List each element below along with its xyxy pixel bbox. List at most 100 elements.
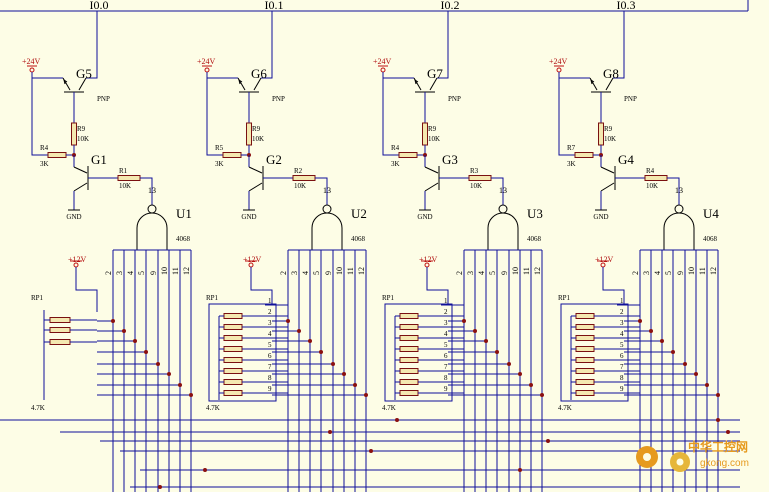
resistor bbox=[71, 122, 77, 146]
junction-dot bbox=[203, 468, 207, 472]
rp-pin-label: 6 bbox=[268, 352, 272, 360]
junction-dot bbox=[156, 362, 160, 366]
junction-dot bbox=[660, 339, 664, 343]
supply-wire bbox=[558, 72, 590, 79]
supply-label: +24V bbox=[22, 57, 41, 66]
rp-pin-label: 8 bbox=[444, 374, 448, 382]
npn-collector bbox=[600, 166, 615, 174]
watermark-url: gkong.com bbox=[700, 458, 749, 469]
watermark: 中华工控网 gkong.com bbox=[636, 439, 749, 472]
r-value: 3K bbox=[391, 160, 400, 168]
gate-pin-label: 11 bbox=[346, 267, 355, 275]
r-value: 3K bbox=[40, 160, 49, 168]
junction-dot bbox=[369, 449, 373, 453]
gate-pin-label: 5 bbox=[664, 271, 673, 275]
gate-pin-label: 9 bbox=[324, 271, 333, 275]
gear-hole bbox=[643, 453, 651, 461]
rp-pin-label: 7 bbox=[268, 363, 272, 371]
gate-pin-label: 5 bbox=[312, 271, 321, 275]
npn-collector bbox=[73, 166, 88, 174]
junction-dot bbox=[484, 339, 488, 343]
watermark-text: 中华工控网 bbox=[688, 439, 748, 454]
r-value: 3K bbox=[567, 160, 576, 168]
input-label-0: I0.0 bbox=[90, 0, 109, 12]
pnp-collector bbox=[429, 77, 438, 91]
rp-pin-label: 2 bbox=[268, 308, 272, 316]
wire bbox=[667, 177, 680, 205]
resistor bbox=[575, 335, 595, 341]
pnp-type: PNP bbox=[97, 95, 110, 103]
pnp-collector bbox=[605, 77, 614, 91]
supply-terminal bbox=[204, 67, 210, 73]
npn-name: G1 bbox=[91, 152, 107, 167]
rp-name: RP1 bbox=[31, 294, 44, 302]
arrow bbox=[414, 78, 419, 85]
r-value: 10K bbox=[77, 135, 89, 143]
rp-pin-label: 1 bbox=[268, 297, 272, 305]
gate-pin-label: 2 bbox=[279, 271, 288, 275]
gate-part: 4068 bbox=[527, 235, 542, 243]
pin-label: 13 bbox=[675, 186, 683, 195]
resistor bbox=[399, 346, 419, 352]
pnp-type: PNP bbox=[448, 95, 461, 103]
gate-pin-label: 10 bbox=[511, 267, 520, 275]
resistor bbox=[422, 122, 428, 146]
junction-dot bbox=[167, 372, 171, 376]
rp-pin-label: 1 bbox=[620, 297, 624, 305]
rp-pin-label: 7 bbox=[620, 363, 624, 371]
junction-dot bbox=[540, 393, 544, 397]
r-name: R4 bbox=[646, 167, 655, 175]
resistor bbox=[598, 122, 604, 146]
r-name: R2 bbox=[294, 167, 303, 175]
pnp-name: G8 bbox=[603, 66, 619, 81]
gnd-label: GND bbox=[66, 213, 81, 221]
gate-name: U2 bbox=[351, 206, 367, 221]
gate-pin-label: 4 bbox=[653, 271, 662, 275]
resistor bbox=[117, 175, 141, 181]
junction-dot bbox=[178, 383, 182, 387]
input-label-2: I0.2 bbox=[441, 0, 460, 12]
junction-dot bbox=[694, 372, 698, 376]
rp-pin-label: 6 bbox=[444, 352, 448, 360]
gate-pin-label: 3 bbox=[642, 271, 651, 275]
junction-dot bbox=[683, 362, 687, 366]
wire bbox=[75, 267, 98, 312]
nand-gate bbox=[487, 212, 519, 251]
gate-pin-label: 12 bbox=[533, 267, 542, 275]
resistor bbox=[575, 379, 595, 385]
gate-bubble bbox=[498, 204, 508, 214]
r-value: 10K bbox=[604, 135, 616, 143]
r-name: R7 bbox=[567, 144, 576, 152]
supply-label: +24V bbox=[373, 57, 392, 66]
junction-dot bbox=[297, 329, 301, 333]
junction-dot bbox=[133, 339, 137, 343]
wire bbox=[315, 177, 328, 205]
supply-terminal bbox=[556, 67, 562, 73]
rp-name: RP1 bbox=[558, 294, 571, 302]
resistor bbox=[575, 346, 595, 352]
resistor bbox=[399, 313, 419, 319]
pnp-type: PNP bbox=[272, 95, 285, 103]
junction-dot bbox=[395, 418, 399, 422]
gear-hole bbox=[676, 458, 684, 466]
rp-pin-label: 2 bbox=[620, 308, 624, 316]
input-wire bbox=[437, 11, 449, 79]
junction-dot bbox=[328, 430, 332, 434]
junction-dot bbox=[144, 350, 148, 354]
npn-collector bbox=[424, 166, 439, 174]
resistor bbox=[49, 339, 71, 345]
wire bbox=[250, 267, 273, 305]
resistor bbox=[223, 313, 243, 319]
npn-emitter bbox=[424, 182, 439, 192]
gate-pin-label: 11 bbox=[522, 267, 531, 275]
gate-bubble bbox=[322, 204, 332, 214]
junction-dot bbox=[473, 329, 477, 333]
r-name: R5 bbox=[215, 144, 224, 152]
resistor bbox=[223, 335, 243, 341]
resistor bbox=[49, 327, 71, 333]
supply-wire bbox=[382, 78, 399, 156]
resistor bbox=[399, 390, 419, 396]
junction-dot bbox=[158, 485, 162, 489]
